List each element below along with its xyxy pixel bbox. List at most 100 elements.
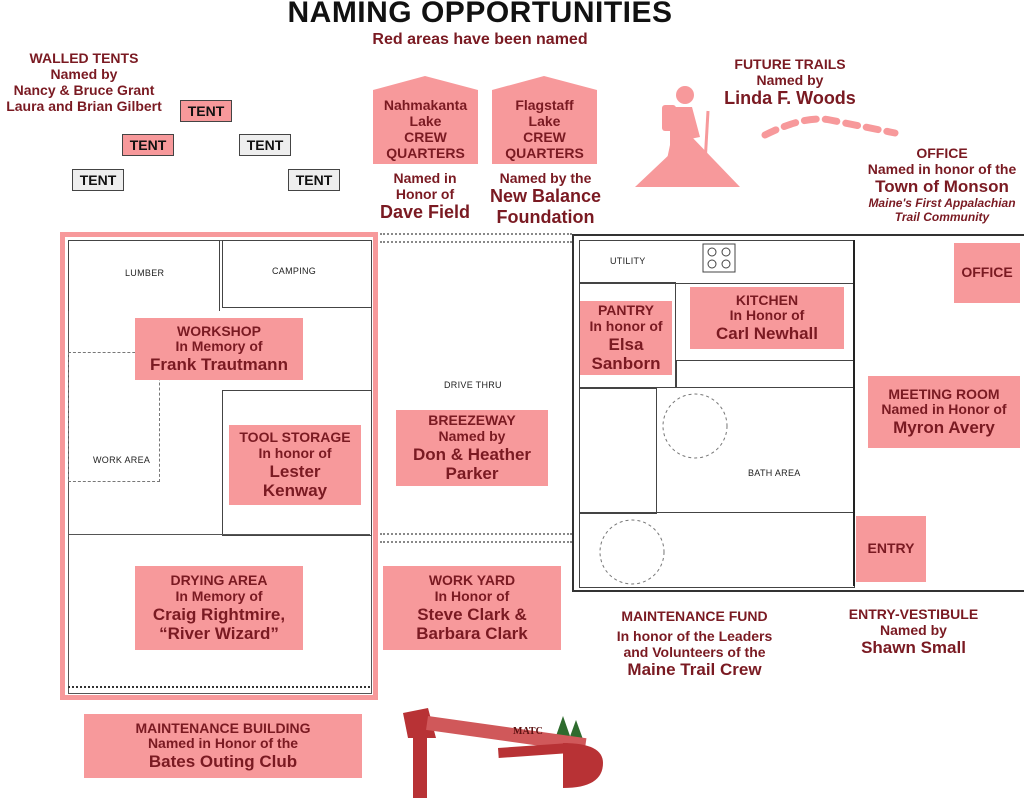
breezeway-edge-top <box>380 233 572 243</box>
drying-area-donor: Craig Rightmire, <box>152 604 286 624</box>
drying-area-line: In Memory of <box>175 587 263 604</box>
office-note: Maine's First Appalachian <box>868 195 1016 210</box>
lumber-label: LUMBER <box>125 268 165 278</box>
maintenance-fund-donor: Maine Trail Crew <box>627 660 762 680</box>
maintenance-building-donor: Bates Outing Club <box>148 752 298 772</box>
page-title: NAMING OPPORTUNITIES <box>287 0 673 29</box>
kitchen-counter <box>676 360 855 388</box>
meeting-room-donor: Myron Avery <box>893 418 995 438</box>
work-area-label: WORK AREA <box>93 455 151 465</box>
maintenance-building-line: Named in Honor of the <box>147 735 299 752</box>
work-yard-line: In Honor of <box>434 587 510 604</box>
kitchen-line: In Honor of <box>729 307 805 324</box>
maintenance-fund-title: MAINTENANCE FUND <box>621 608 768 624</box>
walled-tents-donor-1: Nancy & Bruce Grant <box>13 82 155 99</box>
work-yard-title: WORK YARD <box>428 572 516 589</box>
crew-quarters-flagstaff[interactable]: Flagstaff Lake CREW QUARTERS <box>492 94 597 164</box>
kitchen-area[interactable]: KITCHEN In Honor of Carl Newhall <box>690 287 844 349</box>
honor-line: Honor of <box>395 186 455 203</box>
office-area[interactable]: OFFICE <box>954 243 1020 303</box>
tool-storage-title: TOOL STORAGE <box>239 429 351 446</box>
pantry-area[interactable]: PANTRY In honor of Elsa Sanborn <box>580 301 672 375</box>
drying-area[interactable]: DRYING AREA In Memory of Craig Rightmire… <box>135 566 303 650</box>
tool-storage-donor: Lester <box>269 461 321 481</box>
pantry-room <box>579 282 676 388</box>
bath-circle-bottom <box>599 519 665 585</box>
crew-name: QUARTERS <box>386 145 465 162</box>
office-donor: Town of Monson <box>875 177 1009 197</box>
walled-tents-title: WALLED TENTS <box>29 50 139 66</box>
breezeway-area[interactable]: BREEZEWAY Named by Don & Heather Parker <box>396 410 548 486</box>
walled-tents-donor-2: Laura and Brian Gilbert <box>6 98 162 115</box>
stove-icon <box>702 243 736 273</box>
breezeway-donor: Don & Heather <box>412 444 532 464</box>
walled-tents-caption: WALLED TENTS Named by Nancy & Bruce Gran… <box>0 50 168 114</box>
crew-name: Flagstaff <box>515 96 574 113</box>
hiker-trail-icon <box>635 86 899 187</box>
office-line: Named in honor of the <box>867 161 1017 178</box>
crew-building-outline <box>572 234 1024 592</box>
entry-area[interactable]: ENTRY <box>856 516 926 582</box>
logo-text: MATC <box>513 726 543 737</box>
pantry-line: In honor of <box>589 317 663 334</box>
tent-3[interactable]: TENT <box>239 134 291 156</box>
crew-quarters-nahmakanta-shape <box>373 76 478 164</box>
meeting-room-area[interactable]: MEETING ROOM Named in Honor of Myron Ave… <box>868 376 1020 448</box>
drying-area-donor: “River Wizard” <box>159 623 279 643</box>
entry-vestibule-donor: Shawn Small <box>861 638 966 658</box>
future-trails-line: Named by <box>756 72 824 89</box>
work-yard-donor: Steve Clark & <box>417 604 527 624</box>
maintenance-fund-line: In honor of the Leaders <box>616 628 773 645</box>
breezeway-line: Named by <box>438 427 506 444</box>
tent-1[interactable]: TENT <box>180 100 232 122</box>
kitchen-donor: Carl Newhall <box>715 324 819 344</box>
crew-quarters-nahmakanta[interactable]: Nahmakanta Lake CREW QUARTERS <box>373 94 478 164</box>
office-title: OFFICE <box>916 145 968 161</box>
tent-5[interactable]: TENT <box>288 169 340 191</box>
crew-name: CREW <box>523 129 566 145</box>
future-trails-title: FUTURE TRAILS <box>734 56 846 72</box>
workshop-area[interactable]: WORKSHOP In Memory of Frank Trautmann <box>135 318 303 380</box>
work-yard-donor: Barbara Clark <box>416 623 528 643</box>
entry-vestibule-caption: ENTRY-VESTIBULE Named by Shawn Small <box>826 606 1001 658</box>
office-caption: OFFICE Named in honor of the Town of Mon… <box>858 145 1024 224</box>
pantry-donor: Elsa <box>608 334 644 354</box>
honor-name: Foundation <box>496 206 595 227</box>
honor-line: Named in <box>393 170 457 186</box>
workshop-line: In Memory of <box>175 338 263 355</box>
maintenance-building-title: MAINTENANCE BUILDING <box>135 719 311 736</box>
honor-line: Named by the <box>499 170 592 186</box>
work-yard-area[interactable]: WORK YARD In Honor of Steve Clark & Barb… <box>383 566 561 650</box>
office-label: OFFICE <box>961 264 1013 281</box>
breezeway-title: BREEZEWAY <box>428 412 516 429</box>
honor-name: New Balance <box>489 186 602 207</box>
meeting-room-wall <box>853 240 855 586</box>
tool-storage-donor: Kenway <box>262 480 328 500</box>
crew-name: CREW <box>404 129 447 145</box>
crew-name: Nahmakanta <box>383 96 468 113</box>
future-trails-donor: Linda F. Woods <box>724 88 856 109</box>
crew-name: Lake <box>409 112 442 129</box>
tool-storage-area[interactable]: TOOL STORAGE In honor of Lester Kenway <box>229 425 361 505</box>
crew-quarters-flagstaff-shape <box>492 76 597 164</box>
drying-edge <box>68 686 370 688</box>
tent-2[interactable]: TENT <box>122 134 174 156</box>
kitchen-title: KITCHEN <box>735 291 799 308</box>
bath-area-label: BATH AREA <box>748 468 801 478</box>
drying-divider <box>68 534 370 535</box>
lumber-room <box>68 240 220 311</box>
entry-vestibule-line: Named by <box>880 622 947 639</box>
tent-4[interactable]: TENT <box>72 169 124 191</box>
matc-logo-icon: MATC <box>403 708 603 798</box>
workshop-title: WORKSHOP <box>177 322 261 339</box>
workshop-donor: Frank Trautmann <box>150 355 288 375</box>
drying-area-title: DRYING AREA <box>170 572 268 589</box>
crew-nahmakanta-honor: Named in Honor of Dave Field <box>365 170 485 223</box>
drive-thru-label: DRIVE THRU <box>444 380 502 390</box>
entry-label: ENTRY <box>867 540 915 557</box>
crew-flagstaff-honor: Named by the New Balance Foundation <box>478 170 613 227</box>
office-note: Trail Community <box>894 209 990 224</box>
pantry-donor: Sanborn <box>591 353 661 373</box>
maintenance-fund-caption: MAINTENANCE FUND In honor of the Leaders… <box>592 608 797 680</box>
maintenance-building-area[interactable]: MAINTENANCE BUILDING Named in Honor of t… <box>84 714 362 778</box>
